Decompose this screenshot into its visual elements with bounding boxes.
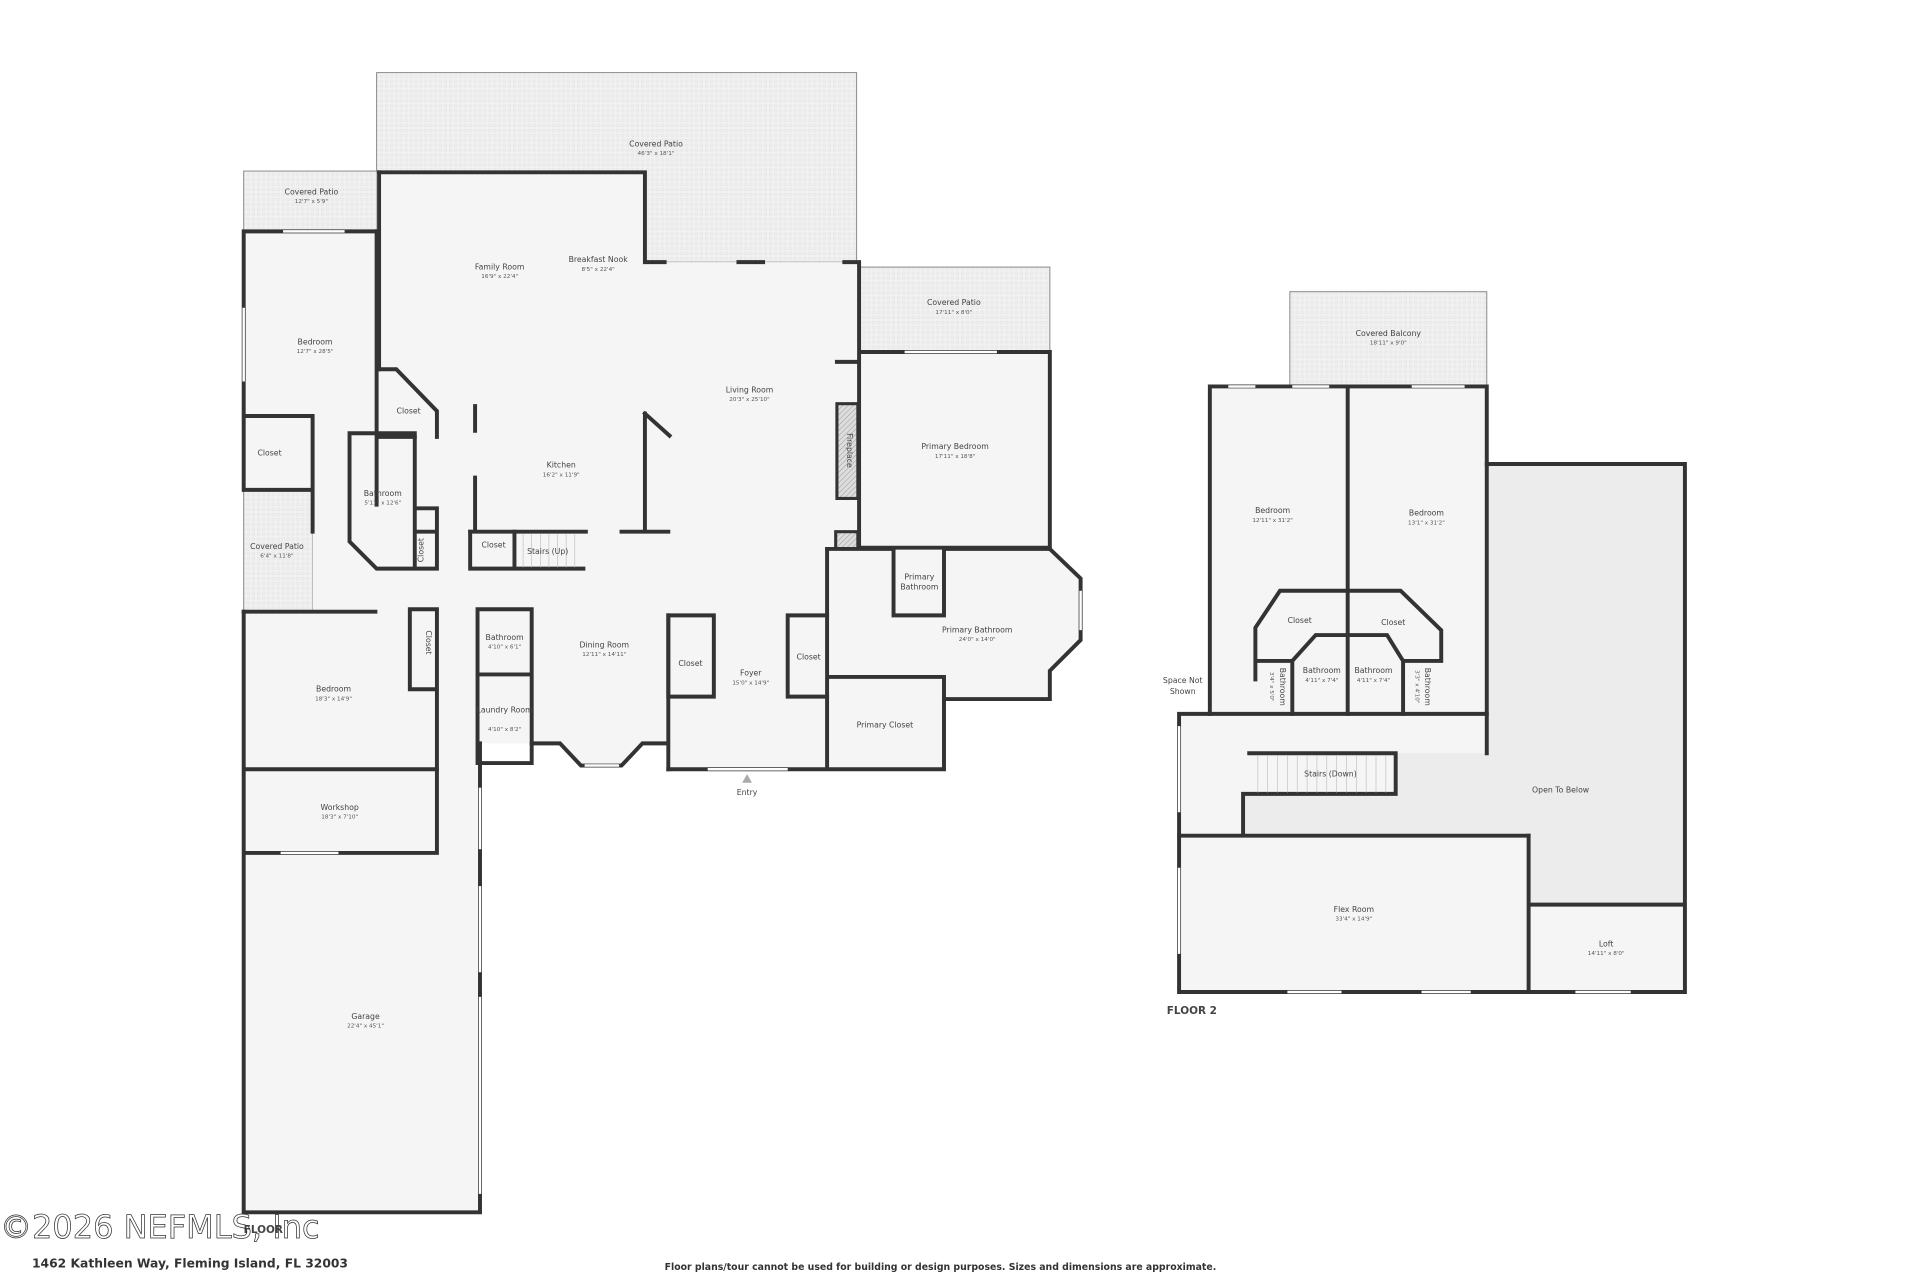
room-dims: 18'3" x 14'9" [315, 696, 352, 702]
room-label: Stairs (Down) [1304, 770, 1357, 779]
room-label: Kitchen [547, 461, 576, 470]
room-dims: 33'4" x 14'9" [1335, 917, 1372, 923]
room-label: Fireplace [845, 433, 854, 468]
covered-balcony [1289, 291, 1488, 387]
room-dims: 46'3" x 18'1" [638, 151, 675, 157]
room-label: Stairs (Up) [527, 547, 568, 556]
room-label: Covered Balcony [1356, 329, 1422, 338]
room-dims: 12'7" x 28'5" [297, 349, 334, 355]
room-label: Closet [678, 659, 702, 668]
room-label: Bedroom [1255, 506, 1290, 515]
room-dims: 4'11" x 7'4" [1305, 678, 1339, 684]
room-label: Bedroom [298, 338, 333, 347]
room-dims: 18'3" x 7'10" [321, 814, 358, 820]
room-label: Breakfast Nook [569, 255, 629, 264]
room-dims: 6'4" x 11'8" [260, 554, 294, 560]
room-dims: 16'2" x 11'9" [543, 472, 580, 478]
room-label: Bathroom [900, 583, 938, 592]
room-label: Closet [797, 653, 821, 662]
room-label: Living Room [726, 386, 774, 395]
room-dims: 4'10" x 6'1" [488, 645, 522, 651]
room-label: Open To Below [1532, 786, 1590, 795]
room-label: Primary Bathroom [942, 626, 1012, 635]
room-dims: 13'1" x 31'2" [1408, 520, 1445, 526]
watermark: ©2026 NEFMLS, Inc [0, 1208, 320, 1246]
walls-floor-1 [241, 170, 1083, 1215]
covered-patio-nw [243, 170, 378, 232]
room-dims: 12'11" x 31'2" [1252, 518, 1293, 524]
room-label: Closet [1381, 618, 1405, 627]
room-dims: 20'3" x 25'10" [729, 397, 770, 403]
room-dims: 15'0" x 14'9" [732, 680, 769, 686]
floor-2-interior [1179, 386, 1685, 992]
room-dims: 12'11" x 14'11" [582, 652, 626, 658]
room-label: Bedroom [1409, 509, 1444, 518]
room-label: Closet [257, 448, 281, 457]
stairs-up: Stairs (Up) [522, 534, 576, 568]
room-label: Closet [1288, 616, 1312, 625]
room-label: Bathroom [1354, 666, 1392, 675]
address: 1462 Kathleen Way, Fleming Island, FL 32… [32, 1257, 348, 1271]
room-dims: 17'11" x 8'0" [935, 310, 972, 316]
room-label: Bathroom [1303, 666, 1341, 675]
room-dims: 4'10" x 8'2" [488, 727, 522, 733]
room-label: Closet [397, 407, 421, 416]
room-label: Bathroom [486, 633, 524, 642]
room-dims: 3'4" x 5'0" [1268, 672, 1274, 702]
walls-floor-2 [1177, 384, 1687, 994]
room-dims: 22'4" x 45'1" [347, 1024, 384, 1030]
space-not-shown-label: Shown [1170, 687, 1196, 696]
room-label: Covered Patio [250, 542, 304, 551]
room-dims: 18'11" x 9'0" [1370, 341, 1407, 347]
room-label: Closet [481, 541, 505, 550]
room-dims: 4'11" x 7'4" [1357, 678, 1391, 684]
space-not-shown-label: Space Not [1163, 676, 1203, 685]
room-label: Loft [1599, 939, 1614, 948]
room-label: Primary [904, 573, 934, 582]
room-dims: 8'5" x 22'4" [582, 267, 616, 273]
room-dims: 16'9" x 22'4" [481, 274, 518, 280]
room-label: Covered Patio [927, 298, 981, 307]
room-label: Primary Closet [857, 720, 914, 729]
stairs-down: Stairs (Down) [1257, 755, 1387, 793]
room-label: Primary Bedroom [921, 442, 988, 451]
floor-2: Stairs (Down) Covered Balcony 18'11" x 9… [1163, 291, 1687, 1017]
floor-1: Covered Patio 46'3" x 18'1" Covered Pati… [241, 72, 1083, 1236]
room-label: Covered Patio [285, 187, 339, 196]
windows-floor-1 [242, 230, 1082, 1194]
room-label: Covered Patio [629, 139, 683, 148]
room-dims: 24'0" x 14'0" [959, 637, 996, 643]
room-label: Foyer [740, 669, 762, 678]
room-label: Family Room [475, 263, 524, 272]
room-dims: 14'11" x 8'0" [1588, 951, 1625, 957]
floor-2-label: FLOOR 2 [1167, 1005, 1217, 1017]
room-dims: 3'3" x 4'10" [1413, 670, 1419, 704]
floor-1-interior [243, 172, 1081, 1213]
room-label: Bathroom [364, 489, 402, 498]
room-dims: 5'11" x 12'6" [364, 501, 401, 507]
room-label: Garage [351, 1012, 380, 1021]
room-label: Laundry Room [477, 706, 533, 715]
hearth [834, 530, 860, 551]
room-label: Workshop [321, 803, 359, 812]
room-dims: 12'7" x 5'9" [295, 199, 329, 205]
covered-patio-primary [859, 266, 1051, 353]
room-label: Bathroom [1423, 668, 1432, 706]
windows-floor-2 [1177, 385, 1631, 994]
room-dims: 17'11" x 18'8" [935, 454, 976, 460]
room-label: Bathroom [1278, 668, 1287, 706]
covered-patio-w [243, 489, 314, 613]
room-label: Closet [416, 538, 425, 562]
floor-1-label: FLOOR [244, 1224, 283, 1236]
room-label: Flex Room [1334, 905, 1374, 914]
room-label: Closet [424, 630, 433, 654]
room-label: Bedroom [316, 685, 351, 694]
entry-arrow-icon [742, 774, 752, 783]
room-label: Dining Room [580, 640, 630, 649]
entry-label: Entry [737, 788, 758, 797]
disclaimer: Floor plans/tour cannot be used for buil… [665, 1262, 1217, 1273]
